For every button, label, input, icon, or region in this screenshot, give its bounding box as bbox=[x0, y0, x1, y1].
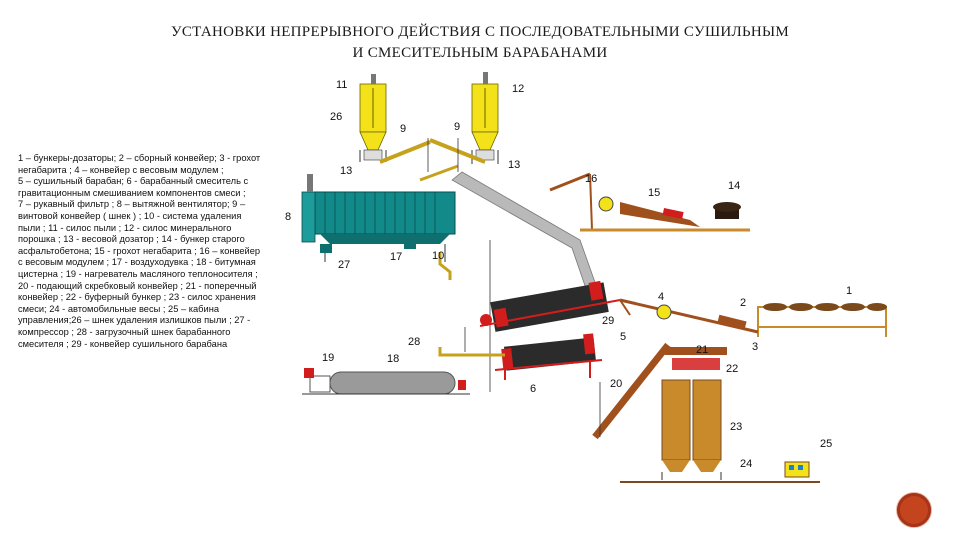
label-10: 10 bbox=[432, 250, 444, 262]
hot-elevator-duct bbox=[451, 171, 603, 307]
bag-filter-7 bbox=[301, 174, 456, 262]
dust-removal-10 bbox=[438, 252, 452, 280]
component-legend: 1 – бункеры-дозаторы; 2 – сборный конвей… bbox=[18, 153, 264, 350]
storage-silos-23 bbox=[661, 379, 722, 480]
loading-auger-28 bbox=[438, 347, 505, 357]
label-2: 2 bbox=[740, 297, 746, 309]
label-15: 15 bbox=[648, 187, 660, 199]
cross-conveyor-21 bbox=[665, 347, 727, 355]
label-24: 24 bbox=[740, 458, 752, 470]
label-9a: 9 bbox=[400, 123, 406, 135]
feed-pipe bbox=[419, 164, 459, 182]
mixer-drum-6 bbox=[494, 333, 603, 380]
label-8: 8 bbox=[285, 211, 291, 223]
label-16: 16 bbox=[585, 173, 597, 185]
slide-corner-badge bbox=[897, 493, 931, 527]
legend-part-3: 7 – рукавный фильтр ; 8 – вытяжной венти… bbox=[18, 199, 261, 349]
label-9b: 9 bbox=[454, 121, 460, 133]
label-20: 20 bbox=[610, 378, 622, 390]
label-25: 25 bbox=[820, 438, 832, 450]
rap-section bbox=[549, 172, 750, 232]
label-21: 21 bbox=[696, 344, 708, 356]
label-13b: 13 bbox=[508, 159, 520, 171]
auger-9b bbox=[429, 138, 486, 164]
weigh-module-4 bbox=[656, 304, 672, 320]
weigh-doser-13a bbox=[363, 149, 383, 161]
compressor-27 bbox=[320, 244, 332, 253]
control-cabin-25 bbox=[784, 461, 810, 478]
plant-diagram: 1 2 3 4 5 6 8 9 9 10 11 12 13 13 14 15 1… bbox=[285, 72, 887, 483]
label-28: 28 bbox=[408, 336, 420, 348]
slide-title: УСТАНОВКИ НЕПРЕРЫВНОГО ДЕЙСТВИЯ С ПОСЛЕД… bbox=[120, 22, 840, 64]
legend-part-2: 5 – сушильный барабан; 6 - барабанный см… bbox=[18, 176, 249, 198]
label-22: 22 bbox=[726, 363, 738, 375]
label-12: 12 bbox=[512, 83, 524, 95]
label-17: 17 bbox=[390, 251, 402, 263]
label-1: 1 bbox=[846, 285, 852, 297]
buffer-bin-22 bbox=[672, 358, 720, 370]
label-27: 27 bbox=[338, 259, 350, 271]
auger-9a bbox=[379, 140, 431, 164]
legend-part-1: 1 – бункеры-дозаторы; 2 – сборный конвей… bbox=[18, 153, 261, 175]
label-18: 18 bbox=[387, 353, 399, 365]
label-4: 4 bbox=[658, 291, 664, 303]
blower-17 bbox=[404, 240, 416, 249]
label-23: 23 bbox=[730, 421, 742, 433]
label-19: 19 bbox=[322, 352, 334, 364]
label-29: 29 bbox=[602, 315, 614, 327]
label-26: 26 bbox=[330, 111, 342, 123]
label-11: 11 bbox=[336, 79, 347, 91]
feed-bins-1 bbox=[757, 303, 887, 337]
label-5: 5 bbox=[620, 331, 626, 343]
label-3: 3 bbox=[752, 341, 758, 353]
dryer-drum-5 bbox=[479, 280, 621, 332]
dust-silo-11 bbox=[359, 74, 387, 162]
label-6: 6 bbox=[530, 383, 536, 395]
label-14: 14 bbox=[728, 180, 740, 192]
dryer-conveyor-29 bbox=[619, 299, 631, 316]
title-line-1: УСТАНОВКИ НЕПРЕРЫВНОГО ДЕЙСТВИЯ С ПОСЛЕД… bbox=[170, 24, 790, 40]
title-line-2: И СМЕСИТЕЛЬНЫМ БАРАБАНАМИ bbox=[352, 45, 608, 61]
label-13a: 13 bbox=[340, 165, 352, 177]
scalper-3 bbox=[717, 314, 747, 330]
scraper-conveyor-20 bbox=[592, 342, 671, 440]
bitumen-tank-18 bbox=[302, 368, 470, 395]
